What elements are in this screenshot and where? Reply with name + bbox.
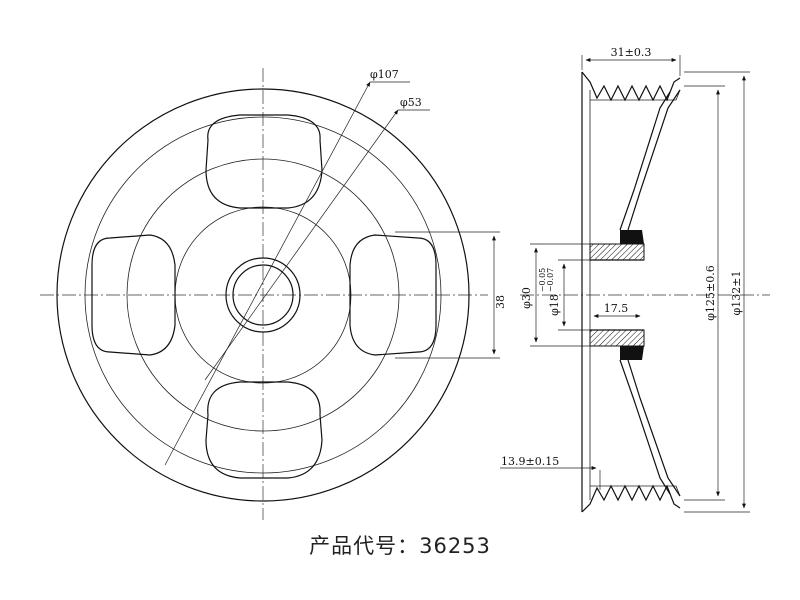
web-upper-outer (627, 89, 681, 231)
dim-d125-label: φ125±0.6 (704, 265, 717, 320)
web-upper-inner (619, 91, 671, 231)
lightening-hole-bottom (205, 381, 323, 479)
dim-d30-label: φ30 (520, 287, 533, 309)
hub-outer-circle (225, 257, 301, 333)
d107-label: φ107 (370, 68, 399, 81)
bottom-groove-profile (581, 484, 681, 513)
top-groove-root (590, 89, 681, 101)
bottom-groove-root (590, 485, 681, 497)
bore-circle (232, 264, 294, 326)
d107-leader (164, 81, 371, 466)
d53-leader (204, 109, 399, 381)
product-code-label: 产品代号： (309, 534, 420, 558)
pitch-circle (84, 116, 442, 474)
product-code-caption: 产品代号：36253 (0, 530, 800, 560)
d107-circle (126, 158, 400, 432)
dim-13-9-label: 13.9±0.15 (501, 455, 559, 468)
dim-d132-label: φ132±1 (730, 271, 743, 316)
dim-31-label: 31±0.3 (611, 46, 652, 59)
dim-d18-tol-lower: −0.07 (546, 268, 555, 293)
dim-17-5-label: 17.5 (604, 302, 629, 315)
hub-section-top (589, 243, 645, 261)
dim-d18-label: φ18 (548, 294, 561, 316)
d53-label: φ53 (400, 96, 422, 109)
side-view: 31±0.3 φ30 φ18 −0.05 −0.07 17.5 13.9±0.1… (500, 46, 770, 513)
front-view: φ107 φ53 38 (40, 68, 507, 520)
lightening-hole-top (205, 114, 323, 209)
lightening-hole-left (91, 234, 176, 356)
top-groove-profile (581, 71, 681, 102)
dim-d18-tol-upper: −0.05 (538, 268, 547, 293)
hub-section-bottom (589, 329, 645, 347)
weld-bottom (620, 346, 644, 360)
outer-rim-circle (56, 88, 470, 502)
web-lower-outer (627, 359, 681, 497)
dim-38-label: 38 (494, 295, 507, 309)
lightening-hole-right (349, 234, 437, 356)
web-lower-inner (619, 359, 671, 495)
weld-top (620, 230, 644, 244)
product-code-value: 36253 (419, 534, 491, 558)
